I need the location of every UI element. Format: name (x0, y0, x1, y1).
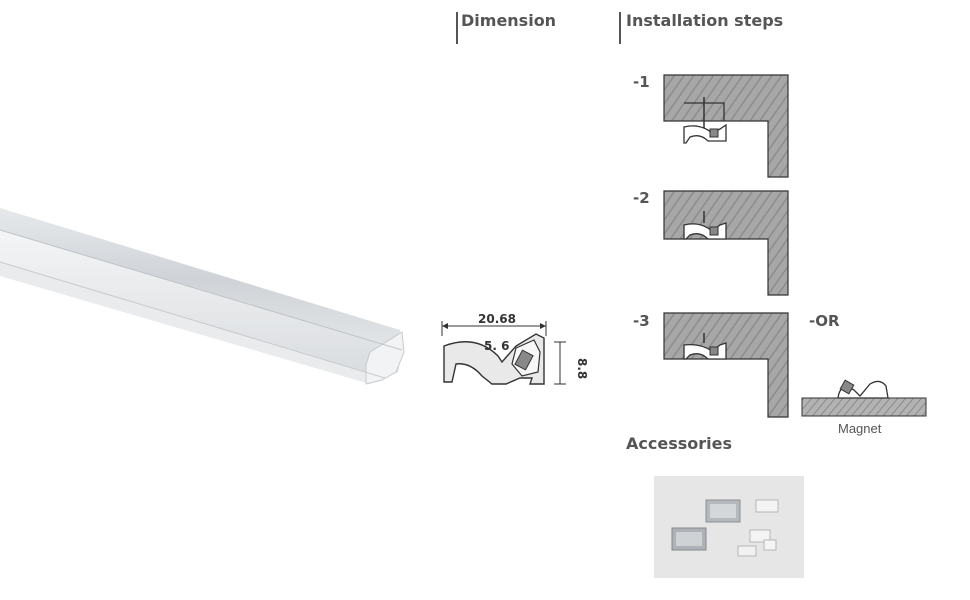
magnet-label: Magnet (838, 421, 882, 436)
installation-divider (619, 12, 621, 44)
installation-heading: Installation steps (626, 11, 784, 30)
profile-product-photo (0, 208, 405, 385)
accessories-heading: Accessories (626, 434, 732, 453)
step-3-label: -3 (633, 312, 650, 330)
dimension-divider (456, 12, 458, 44)
step-1-illustration (663, 74, 789, 178)
dimension-drawing: 20.68 5. 6 8.8 (441, 312, 589, 385)
step-1-label: -1 (633, 73, 650, 91)
step-2-illustration (663, 190, 789, 296)
step-or-label: -OR (809, 312, 840, 330)
step-2-label: -2 (633, 189, 650, 207)
magnet-illustration (801, 379, 927, 417)
accessories-photo (654, 476, 804, 578)
width-dimension-label: 20.68 (478, 312, 516, 326)
step-3-illustration (663, 312, 789, 418)
height-dimension-label: 8.8 (575, 358, 589, 379)
dimension-heading: Dimension (461, 11, 557, 30)
lens-dimension-label: 5. 6 (484, 339, 509, 353)
